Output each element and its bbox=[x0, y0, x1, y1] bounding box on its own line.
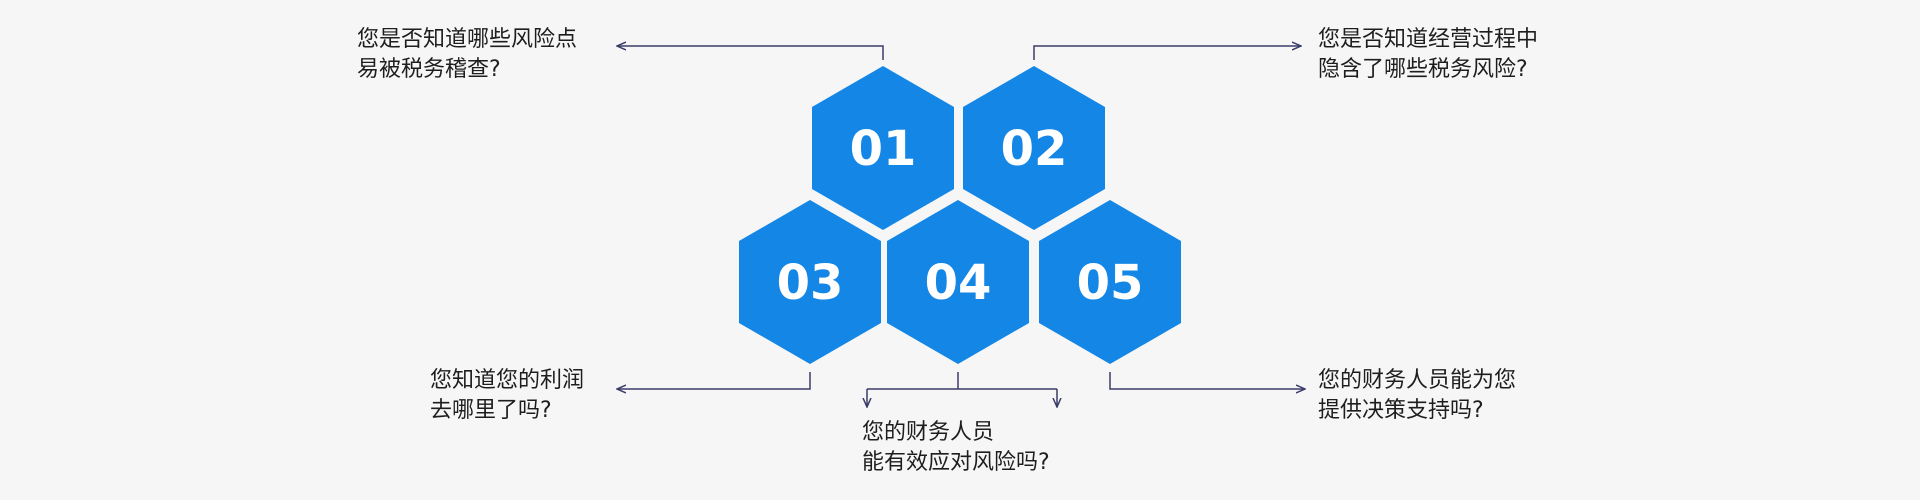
question-03-line-1: 您知道您的利润 bbox=[430, 368, 585, 393]
question-05: 您的财务人员能为您 提供决策支持吗? bbox=[1318, 366, 1516, 426]
question-01-line-1: 您是否知道哪些风险点 bbox=[357, 27, 578, 52]
question-05-line-1: 您的财务人员能为您 bbox=[1318, 368, 1517, 393]
question-02-line-1: 您是否知道经营过程中 bbox=[1318, 27, 1539, 52]
hexagon-02-label: 02 bbox=[1001, 121, 1068, 177]
question-04-line-2: 能有效应对风险吗? bbox=[862, 450, 1050, 475]
question-02-line-2: 隐含了哪些税务风险? bbox=[1318, 57, 1528, 82]
question-04: 您的财务人员 能有效应对风险吗? bbox=[862, 418, 1050, 478]
question-02: 您是否知道经营过程中 隐含了哪些税务风险? bbox=[1318, 25, 1538, 85]
hexagon-04-shape bbox=[887, 200, 1029, 364]
hexagon-03-label: 03 bbox=[777, 255, 844, 311]
hexagon-01-label: 01 bbox=[850, 121, 917, 177]
connector-lines bbox=[617, 46, 1305, 407]
question-03: 您知道您的利润 去哪里了吗? bbox=[430, 366, 584, 426]
hexagon-05: 05 bbox=[1039, 200, 1181, 364]
question-05-line-2: 提供决策支持吗? bbox=[1318, 398, 1484, 423]
hexagon-05-shape bbox=[1039, 200, 1181, 364]
hexagon-04: 04 bbox=[887, 200, 1029, 364]
hexagon-02-shape bbox=[963, 66, 1105, 230]
hexagon-03: 03 bbox=[739, 200, 881, 364]
question-04-line-1: 您的财务人员 bbox=[862, 420, 995, 445]
hexagon-02: 02 bbox=[963, 66, 1105, 230]
hexagon-04-label: 04 bbox=[925, 255, 992, 311]
hexagon-01: 01 bbox=[812, 66, 954, 230]
hexagon-05-label: 05 bbox=[1077, 255, 1144, 311]
question-01-line-2: 易被税务稽查? bbox=[357, 57, 501, 82]
question-01: 您是否知道哪些风险点 易被税务稽查? bbox=[357, 25, 577, 85]
hexagon-group: 01 02 03 04 05 bbox=[739, 66, 1181, 364]
connector-03 bbox=[617, 372, 811, 389]
hexagon-01-shape bbox=[812, 66, 954, 230]
hexagon-03-shape bbox=[739, 200, 881, 364]
connector-02 bbox=[1033, 46, 1301, 60]
question-03-line-2: 去哪里了吗? bbox=[430, 398, 552, 423]
connector-05 bbox=[1109, 372, 1305, 389]
connector-01 bbox=[617, 46, 884, 60]
